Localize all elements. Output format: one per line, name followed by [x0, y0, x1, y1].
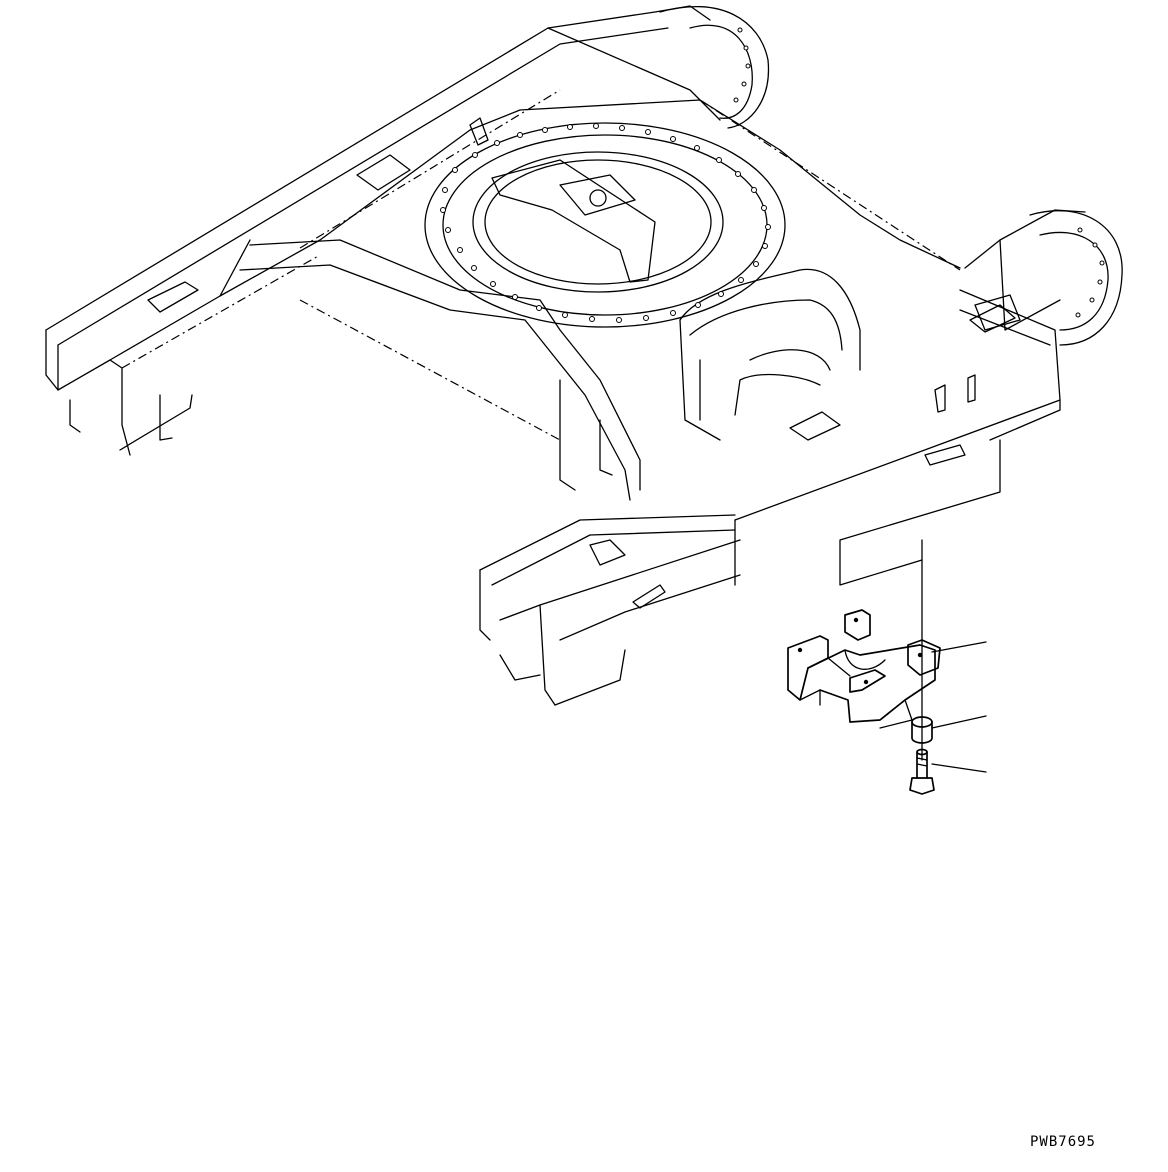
- bolt-part: [909, 748, 935, 795]
- exploded-bracket-part: [787, 609, 941, 729]
- swing-circle-bolt-holes: [440, 123, 771, 323]
- callout-leaders: [931, 641, 987, 773]
- idler-ring-bolt-holes: [733, 27, 1105, 318]
- track-frame: [45, 5, 1123, 706]
- drawing-code: PWB7695: [1029, 1134, 1096, 1150]
- spacer-collar-part: [911, 716, 933, 744]
- leader-bracket: [839, 439, 1001, 761]
